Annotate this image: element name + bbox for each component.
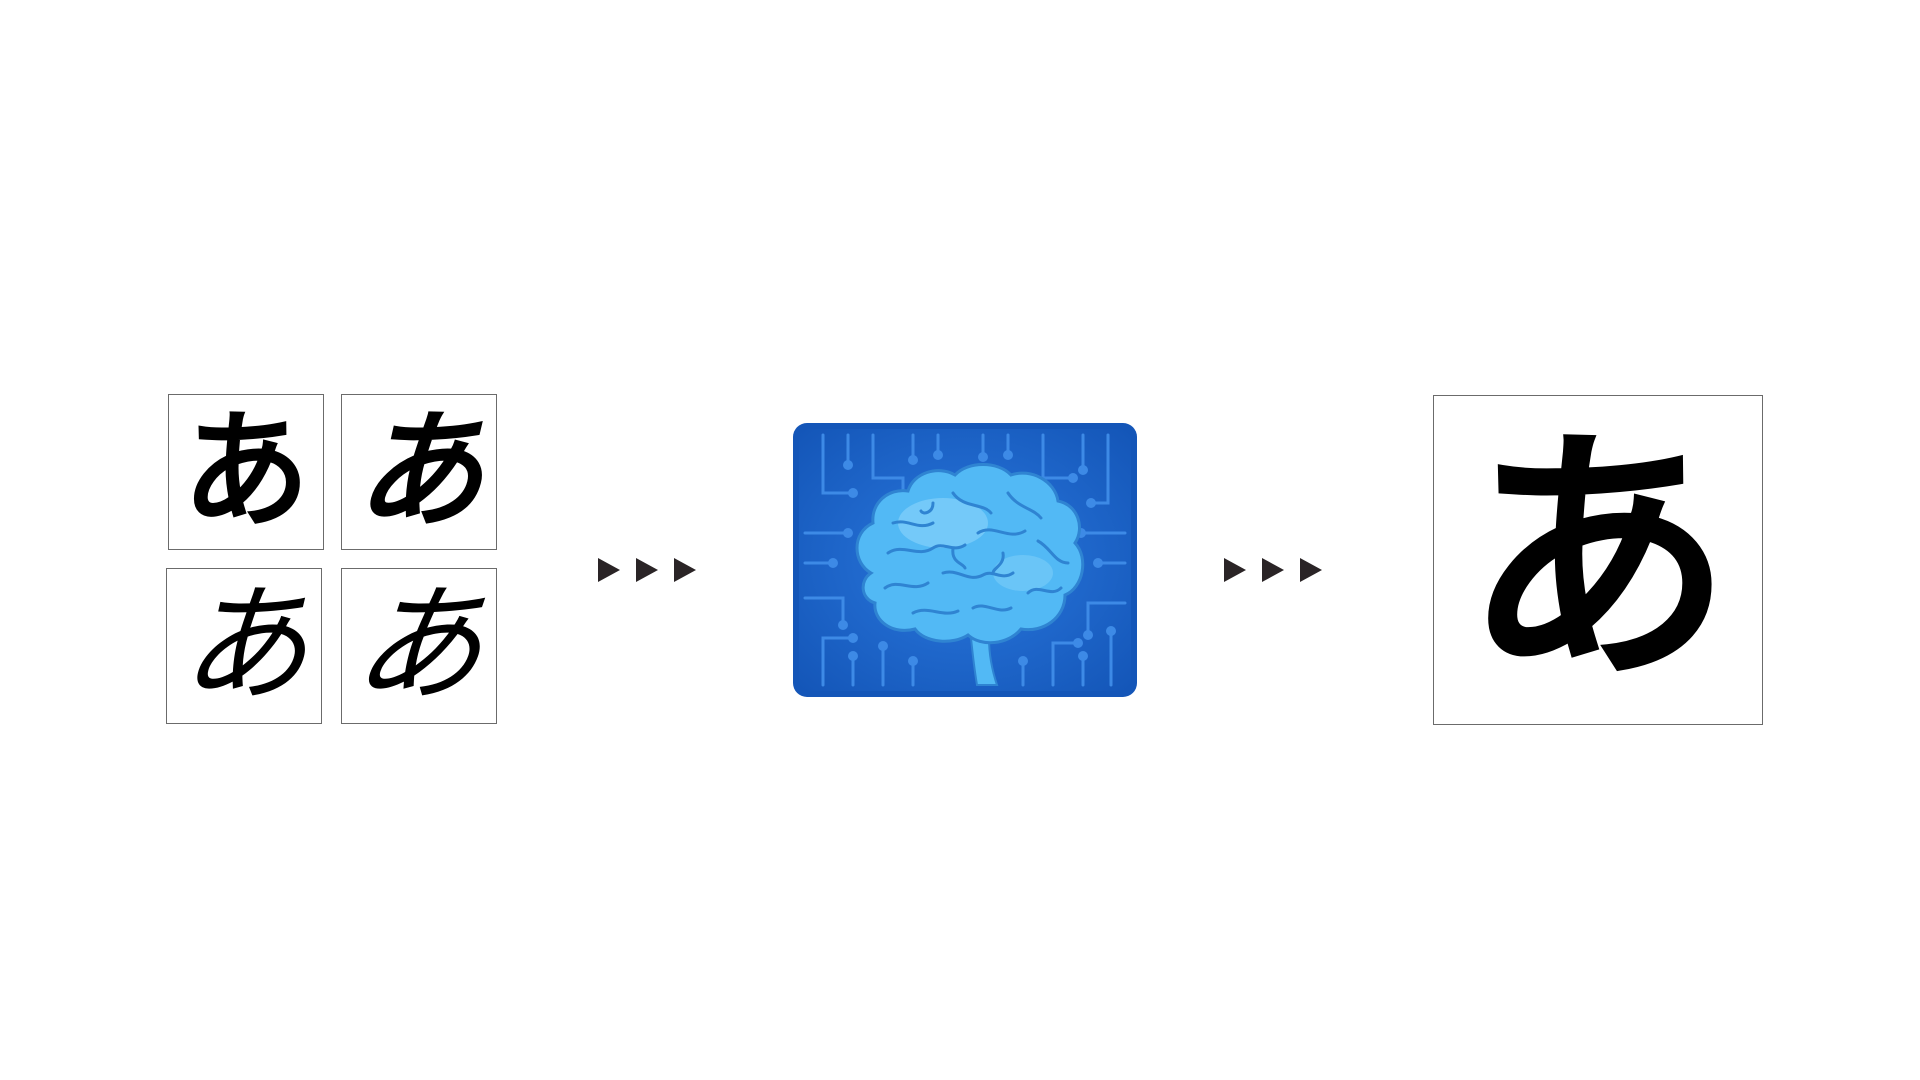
arrow-right-icon <box>636 558 658 582</box>
input-glyph-3: あ <box>179 571 308 720</box>
input-glyph-box-1: あ <box>168 394 324 550</box>
brain-circuit-icon <box>793 423 1137 697</box>
arrow-group-left <box>598 558 712 582</box>
arrow-right-icon <box>1300 558 1322 582</box>
arrow-right-icon <box>1224 558 1246 582</box>
arrow-right-icon <box>1262 558 1284 582</box>
output-glyph: あ <box>1463 402 1733 717</box>
arrow-right-icon <box>598 558 620 582</box>
arrow-right-icon <box>674 558 696 582</box>
input-glyph-box-4: あ <box>341 568 497 724</box>
input-glyph-4: あ <box>347 571 491 720</box>
input-glyph-1: あ <box>181 397 310 546</box>
input-glyph-2: あ <box>354 397 483 546</box>
input-glyph-box-2: あ <box>341 394 497 550</box>
output-glyph-box: あ <box>1433 395 1763 725</box>
arrow-group-right <box>1224 558 1338 582</box>
input-glyph-box-3: あ <box>166 568 322 724</box>
